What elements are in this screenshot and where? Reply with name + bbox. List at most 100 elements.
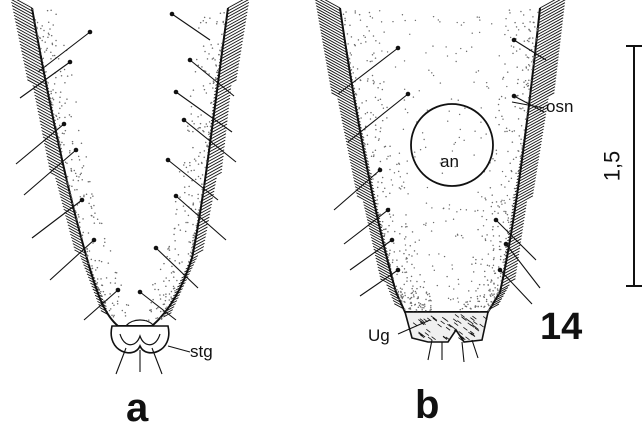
stipple-dot — [355, 77, 357, 79]
stipple-dot — [48, 21, 50, 23]
stipple-dot — [506, 86, 507, 87]
stipple-dot — [349, 24, 351, 26]
stipple-dot — [58, 112, 60, 114]
stipple-dot — [455, 142, 456, 143]
stipple-dot — [489, 265, 491, 267]
stipple-dot — [49, 28, 51, 30]
stipple-dot — [155, 318, 157, 320]
stipple-dot — [463, 140, 464, 141]
stipple-dot — [193, 234, 195, 236]
stipple-dot — [521, 125, 522, 126]
stipple-dot — [507, 30, 508, 31]
stipple-dot — [438, 253, 439, 254]
stipple-dot — [188, 130, 190, 132]
stipple-dot — [459, 114, 460, 115]
stipple-dot — [408, 254, 410, 256]
stipple-dot — [493, 259, 495, 261]
stipple-dot — [44, 51, 46, 53]
stipple-dot — [473, 271, 475, 273]
stipple-dot — [75, 101, 77, 103]
stipple-dot — [95, 269, 97, 271]
stipple-dot — [401, 296, 403, 298]
stipple-dot — [179, 263, 181, 265]
stipple-dot — [532, 56, 534, 58]
stipple-dot — [372, 75, 374, 77]
stipple-dot — [398, 291, 400, 293]
stipple-dot — [430, 305, 432, 307]
stipple-dot — [375, 116, 377, 118]
stipple-dot — [55, 13, 57, 15]
stipple-dot — [115, 278, 117, 280]
stipple-dot — [373, 52, 374, 53]
stipple-dot — [491, 304, 493, 306]
stipple-dot — [385, 228, 387, 230]
stipple-dot — [160, 269, 162, 271]
stipple-dot — [404, 295, 406, 297]
stipple-dot — [513, 46, 515, 48]
stipple-dot — [425, 225, 426, 226]
stipple-dot — [499, 249, 500, 250]
stipple-dot — [479, 19, 480, 20]
stipple-dot — [173, 234, 175, 236]
stipple-dot — [175, 201, 177, 203]
stipple-dot — [509, 12, 511, 14]
stipple-dot — [430, 300, 432, 302]
stipple-dot — [490, 281, 491, 282]
stipple-dot — [44, 41, 46, 43]
seta-socket — [494, 218, 499, 223]
stipple-dot — [53, 113, 55, 115]
stipple-dot — [104, 242, 106, 244]
stipple-dot — [466, 306, 468, 308]
stipple-dot — [93, 216, 95, 218]
stipple-dot — [196, 225, 198, 227]
panel-b-abdomen-drawing — [314, 0, 566, 362]
stipple-dot — [47, 37, 49, 39]
stipple-dot — [461, 24, 462, 25]
stipple-dot — [533, 63, 535, 65]
stipple-dot — [217, 43, 219, 45]
stipple-dot — [525, 54, 527, 56]
stipple-dot — [497, 288, 499, 290]
stipple-dot — [94, 260, 96, 262]
stipple-dot — [122, 310, 124, 312]
hatch-line — [539, 3, 565, 17]
stipple-dot — [208, 53, 210, 55]
stipple-dot — [69, 185, 71, 187]
stipple-dot — [389, 213, 391, 215]
stipple-dot — [433, 16, 434, 17]
stipple-dot — [35, 22, 37, 24]
stipple-dot — [344, 24, 346, 26]
stipple-dot — [70, 194, 72, 196]
stipple-dot — [359, 79, 361, 81]
stipple-dot — [496, 201, 498, 203]
stipple-dot — [223, 12, 225, 14]
stipple-dot — [209, 83, 211, 85]
stipple-dot — [423, 307, 425, 309]
stipple-dot — [367, 135, 369, 137]
stipple-dot — [445, 220, 446, 221]
stipple-dot — [100, 278, 102, 280]
stipple-dot — [192, 240, 194, 242]
stipple-dot — [406, 257, 407, 258]
stipple-dot — [512, 205, 514, 207]
stipple-dot — [472, 33, 473, 34]
stipple-dot — [191, 247, 193, 249]
stipple-dot — [401, 288, 403, 290]
stipple-dot — [89, 181, 91, 183]
stipple-dot — [55, 77, 57, 79]
stipple-dot — [392, 259, 394, 261]
stipple-dot — [498, 110, 500, 112]
hatch-line — [532, 63, 558, 77]
stipple-dot — [150, 309, 152, 311]
figure-number: 14 — [540, 308, 582, 346]
seta-socket — [68, 60, 73, 65]
stipple-dot — [93, 205, 95, 207]
stipple-dot — [492, 213, 494, 215]
stipple-dot — [510, 37, 511, 38]
seta-socket — [88, 30, 93, 35]
stipple-dot — [384, 187, 386, 189]
stipple-dot — [191, 120, 193, 122]
stipple-dot — [433, 222, 434, 223]
stipple-dot — [522, 69, 524, 71]
stipple-dot — [387, 51, 388, 52]
